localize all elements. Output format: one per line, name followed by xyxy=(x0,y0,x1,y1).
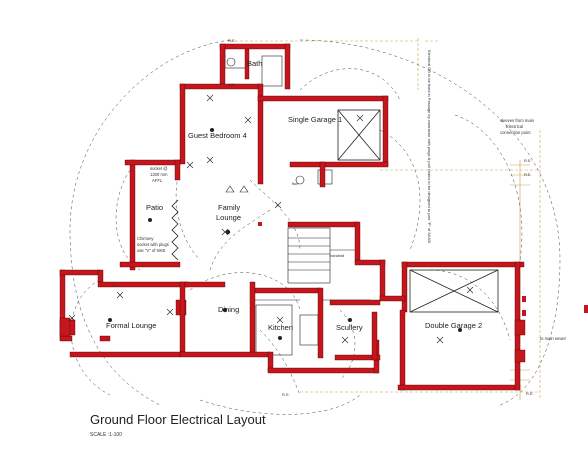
label-formal-lounge: Formal Lounge xyxy=(106,321,156,330)
label-double-garage: Double Garage 2 xyxy=(425,321,482,330)
single-garage-door xyxy=(337,109,381,161)
note-sleeves-2: Electrical xyxy=(506,124,523,129)
note-re-5: R.E. xyxy=(526,391,534,396)
label-single-garage: Single Garage 1 xyxy=(288,115,342,124)
dimension-lines xyxy=(230,38,541,400)
note-socket-3: AFFL xyxy=(152,178,163,183)
note-main-sewer: to main sewer xyxy=(540,336,567,341)
note-chimney-3: use "V" of NKB xyxy=(137,248,165,253)
label-dining: Dining xyxy=(218,305,239,314)
note-socket-2: 1200 mm xyxy=(150,172,168,177)
label-lounge: Lounge xyxy=(216,213,241,222)
label-kitchen: Kitchen xyxy=(268,323,293,332)
note-sleeves-3: connection point xyxy=(500,130,531,135)
note-re-4: R.E. xyxy=(282,392,290,397)
note-re-2: R.E. xyxy=(524,158,532,163)
switch-triangles xyxy=(225,185,249,193)
note-ic: I.C. xyxy=(112,283,118,288)
light-fittings xyxy=(68,94,474,344)
label-bath: Bath xyxy=(247,59,262,68)
note-sleeves-1: sleeves from main xyxy=(500,118,535,123)
note-vertical: Electrical DB to be fixed in Passage by … xyxy=(427,50,432,243)
edge-mark xyxy=(584,305,588,313)
label-patio: Patio xyxy=(146,203,163,212)
note-chimney-2: socket with plugs xyxy=(137,242,169,247)
note-flue: flue xyxy=(292,181,299,186)
label-guest-bedroom: Guest Bedroom 4 xyxy=(188,131,247,140)
double-garage-door xyxy=(409,269,499,313)
note-chimney-1: Chimney xyxy=(137,236,154,241)
label-wc: WC xyxy=(228,82,235,87)
ceiling-points xyxy=(108,128,462,340)
note-re-3: R.E. xyxy=(524,172,532,177)
zigzag-wall xyxy=(171,199,179,261)
socket-marks xyxy=(258,222,526,316)
note-re-1: R.E. xyxy=(228,38,236,43)
label-family: Family xyxy=(218,203,240,212)
scale-label: SCALE :1-100 xyxy=(90,432,122,438)
interior-lines xyxy=(224,47,370,356)
note-socket-1: socket @ xyxy=(150,166,168,171)
label-scullery: Scullery xyxy=(336,323,363,332)
walls xyxy=(59,43,526,391)
page-title: Ground Floor Electrical Layout xyxy=(90,412,266,427)
note-handrail: handrail xyxy=(330,253,344,258)
